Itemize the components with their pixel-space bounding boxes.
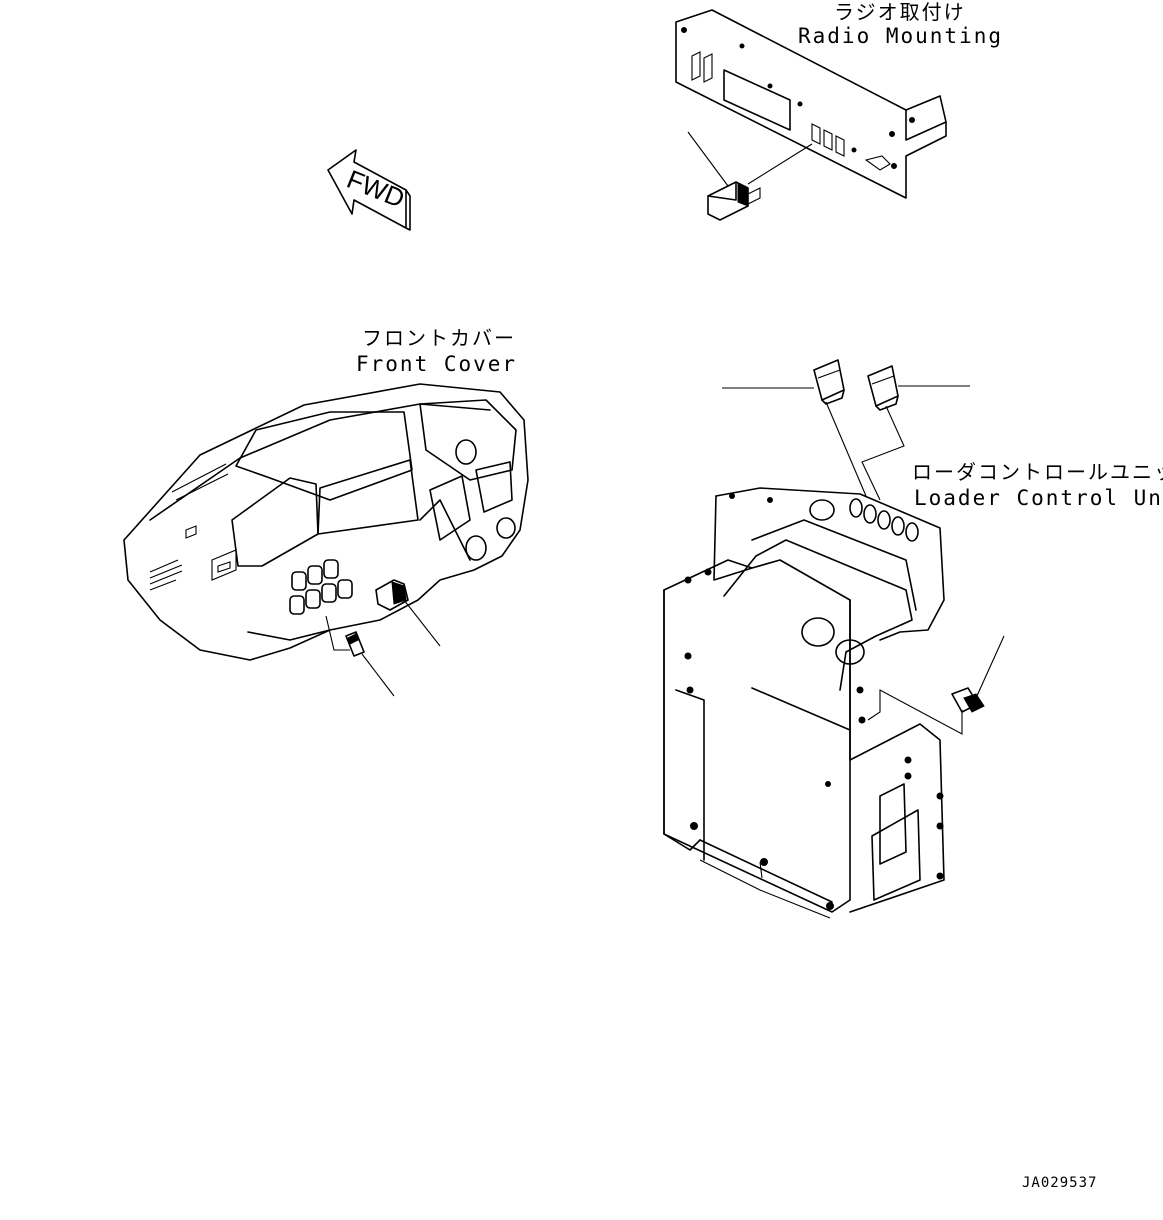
radio-mounting-label-en: Radio Mounting (798, 24, 1004, 48)
front-cover-panel (123, 383, 529, 661)
loader-connection-line-left (825, 401, 867, 497)
fwd-arrow-icon: FWD (327, 149, 411, 231)
loader-side-leader-line (975, 635, 1005, 699)
radio-leader-line (687, 131, 729, 187)
loader-connector-left-icon (813, 359, 845, 405)
radio-connector-line (747, 143, 813, 185)
loader-connection-line-right (861, 405, 905, 501)
loader-control-unit (663, 487, 945, 919)
front-cover-switch-connector-icon (375, 579, 409, 611)
loader-control-unit-label-jp: ローダコントロールユニット (912, 460, 1163, 484)
front-cover-connection-line (325, 615, 350, 651)
loader-side-connector-icon (951, 687, 985, 713)
front-cover-small-connector-icon (345, 631, 365, 657)
drawing-code: JA029537 (1022, 1175, 1098, 1191)
loader-side-connection-line (867, 689, 963, 735)
front-cover-leader-line-1 (403, 599, 441, 647)
front-cover-label-en: Front Cover (356, 352, 518, 376)
loader-connector-right-icon (867, 365, 899, 411)
front-cover-label-jp: フロントカバー (362, 326, 516, 350)
radio-mounting-bracket (675, 9, 947, 199)
radio-connector-icon (707, 181, 761, 221)
loader-control-unit-label-en: Loader Control Unit (914, 486, 1163, 510)
front-cover-leader-line-2 (361, 653, 395, 697)
radio-mounting-label-jp: ラジオ取付け (834, 0, 966, 24)
